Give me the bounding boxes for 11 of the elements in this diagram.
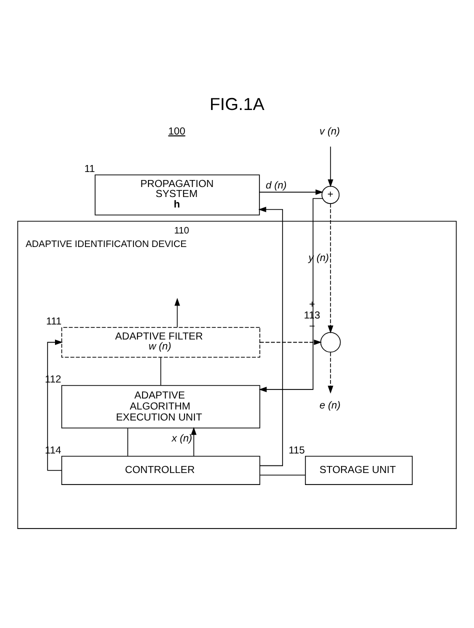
node-label: 115 xyxy=(288,445,305,456)
node-label: 111 xyxy=(46,316,62,328)
node-label: 11 xyxy=(84,164,95,176)
edge-label: d (n) xyxy=(266,180,287,192)
node-label: 110 xyxy=(174,224,190,236)
label: 100 xyxy=(168,126,186,138)
node-text: e (n) xyxy=(320,400,341,412)
node-text: v (n) xyxy=(320,126,340,138)
edge-label: x (n) xyxy=(172,434,192,445)
node-label: − xyxy=(309,322,316,333)
diagram-title: FIG.1A xyxy=(210,94,264,114)
